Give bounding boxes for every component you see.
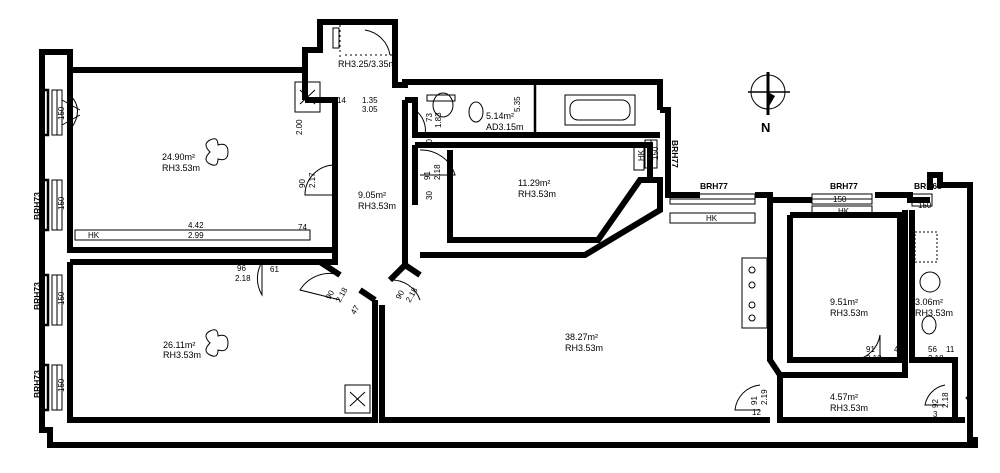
room-height-bath: AD3.15m <box>486 122 524 132</box>
fixtures: HK HK HK HK <box>74 25 941 414</box>
room-area-big: 38.27m² <box>565 332 598 342</box>
brh-label-3: BRH73 <box>32 370 42 398</box>
doors <box>61 27 946 411</box>
radiator-label-3: HK <box>637 149 646 161</box>
room-area-mid: 11.29m² <box>518 178 550 188</box>
dim-label: 150 <box>918 201 932 210</box>
dim-label: 56 <box>928 345 937 354</box>
room-height-mid: RH3.53m <box>518 189 556 199</box>
room-height-living-bottom: RH3.53m <box>163 350 201 360</box>
radiator-label-4: HK <box>838 207 850 216</box>
dim-label: 91 <box>866 345 875 354</box>
room-area-corridor: 4.57m² <box>830 392 858 402</box>
dim-label: 4.42 <box>188 221 204 230</box>
dim-label: 2.18 <box>235 274 251 283</box>
dim-label: 12 <box>752 408 761 417</box>
dim-label: 150 <box>57 378 66 392</box>
room-area-living-bottom: 26.11m² <box>163 340 195 350</box>
room-height-hall: RH3.53m <box>358 201 396 211</box>
dim-label: 91 <box>750 396 759 405</box>
dim-label: 74 <box>298 223 307 232</box>
brh-label-1: BRH73 <box>32 192 42 220</box>
room-labels: 24.90m² RH3.53m 26.11m² RH3.53m 9.05m² R… <box>162 59 953 413</box>
dim-label: 30 <box>425 191 434 200</box>
room-height-big: RH3.53m <box>565 343 603 353</box>
brh-label-5: BRH77 <box>700 181 728 191</box>
compass-north-label: N <box>761 120 770 135</box>
dim-label: 150 <box>57 291 66 305</box>
dim-label: 73 <box>425 113 434 122</box>
radiator-label-1: HK <box>88 231 100 240</box>
brh-label-4: BRH77 <box>670 140 680 168</box>
edge-marks <box>965 390 973 406</box>
dim-label: 96 <box>237 264 246 273</box>
dim-label: 2.00 <box>295 119 304 135</box>
windows <box>51 89 933 411</box>
dim-label: 14 <box>337 96 346 105</box>
room-height-corridor: RH3.53m <box>830 403 868 413</box>
radiator-label-2: HK <box>706 214 718 223</box>
dim-label: 2.19 <box>760 389 769 405</box>
dim-label: 2.18 <box>928 354 944 363</box>
dim-label: 11 <box>946 345 955 354</box>
dim-label: 44 <box>894 345 903 354</box>
dim-label: 1.35 <box>362 96 378 105</box>
dim-label: 30 <box>425 139 434 148</box>
room-area-hall: 9.05m² <box>358 190 386 200</box>
dim-label: 2.18 <box>334 286 350 304</box>
room-area-right: 9.51m² <box>830 297 858 307</box>
dim-label: 150 <box>57 106 66 120</box>
interior-walls <box>67 70 965 423</box>
dim-label: 3 <box>933 410 938 419</box>
room-area-living-top: 24.90m² <box>162 152 195 162</box>
dim-label: 91 <box>423 171 432 180</box>
dim-label: 47 <box>349 303 362 316</box>
room-height-shower: RH3.53m <box>915 308 953 318</box>
room-height-entry: RH3.25/3.35m <box>338 59 396 69</box>
dim-label: 2.17 <box>308 172 317 188</box>
dim-label: 2.18 <box>433 164 442 180</box>
dim-label: 1.83 <box>434 112 443 128</box>
dim-label: 5.35 <box>513 96 522 112</box>
window-sill-labels: BRH73 BRH73 BRH73 BRH77 BRH77 BRH77 BRH6… <box>32 140 942 398</box>
dim-label: 2.18 <box>866 354 882 363</box>
room-area-shower: 3.06m² <box>915 297 943 307</box>
dim-label: 92 <box>931 399 940 408</box>
dim-label: 150 <box>833 195 847 204</box>
north-compass: N <box>748 72 790 135</box>
brh-label-7: BRH68 <box>914 181 942 191</box>
room-height-living-top: RH3.53m <box>162 163 200 173</box>
brh-label-6: BRH77 <box>830 181 858 191</box>
dim-label: 90 <box>298 179 307 188</box>
dim-label: 2.99 <box>188 231 204 240</box>
dim-label: 61 <box>270 265 279 274</box>
room-height-right: RH3.53m <box>830 308 868 318</box>
dim-label: 2.18 <box>941 392 950 408</box>
dim-label: 150 <box>651 146 660 160</box>
dim-label: 3.05 <box>362 105 378 114</box>
dim-label: 150 <box>57 196 66 210</box>
brh-label-2: BRH73 <box>32 282 42 310</box>
outer-walls <box>39 19 978 448</box>
room-area-bath: 5.14m² <box>486 111 514 121</box>
